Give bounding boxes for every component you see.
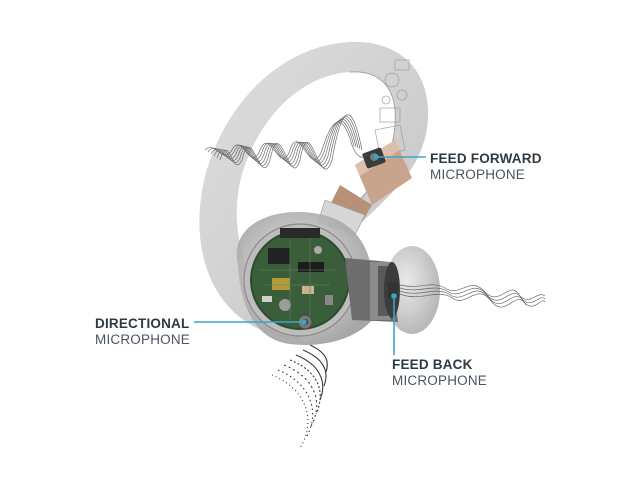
label-feed-forward-title: FEED FORWARD <box>430 151 542 166</box>
label-feed-forward-microphone: FEED FORWARD MICROPHONE <box>430 151 542 183</box>
label-feed-back-title: FEED BACK <box>392 357 473 372</box>
earbud-body <box>236 212 372 345</box>
leader-dot-feed-forward <box>373 154 379 160</box>
leader-dot-directional <box>301 319 307 325</box>
label-feed-back-microphone: FEED BACK MICROPHONE <box>392 357 487 389</box>
pcb-board <box>252 228 348 328</box>
outgoing-sound-wave <box>399 284 546 308</box>
leader-lines <box>194 154 426 355</box>
leader-dot-feed-back <box>391 293 397 299</box>
label-feed-back-subtitle: MICROPHONE <box>392 373 488 388</box>
label-directional-microphone: DIRECTIONAL MICROPHONE <box>95 316 190 348</box>
label-feed-forward-subtitle: MICROPHONE <box>430 167 526 182</box>
label-directional-title: DIRECTIONAL <box>95 316 190 331</box>
incoming-sound-wave <box>204 114 369 170</box>
label-directional-subtitle: MICROPHONE <box>95 332 191 347</box>
directional-sound-arcs <box>271 344 328 449</box>
hook-internal-components <box>374 59 410 156</box>
